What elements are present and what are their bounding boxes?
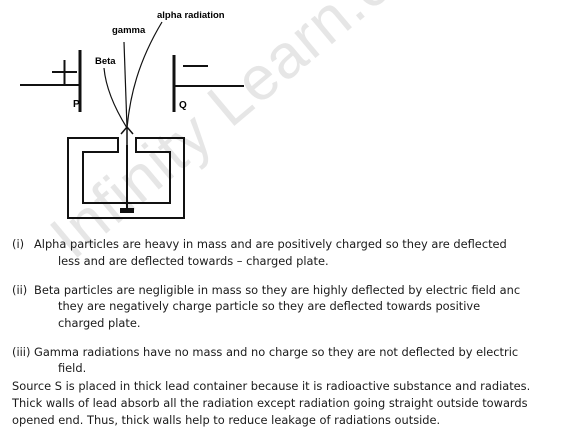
paragraph-line-2: Thick walls of lead absorb all the radia… [12,396,528,410]
beta-path [103,67,128,129]
item-1-line-1: Alpha particles are heavy in mass and ar… [34,237,507,251]
gamma-label: gamma [112,25,146,36]
item-1-number: (i) [12,237,25,251]
item-2-line-2: they are negatively charge particle so t… [58,299,481,313]
item-1-line-2: less and are deflected towards – charged… [58,254,329,268]
beta-label: Beta [95,56,116,67]
negative-plate-q [172,55,244,112]
alpha-label: alpha radiation [157,10,225,21]
plate-q-label: Q [179,100,187,111]
alpha-path [126,21,163,129]
radiation-deflection-diagram: alpha radiation gamma Beta P Q [20,10,244,219]
item-2-number: (ii) [12,283,28,297]
paragraph-line-3: opened end. Thus, thick walls help to re… [12,413,441,427]
paragraph-line-1: Source S is placed in thick lead contain… [12,379,531,393]
plate-p-label: P [73,99,80,110]
gamma-path [123,41,128,129]
item-3-line-2: field. [58,361,87,375]
item-3-number: (iii) [12,345,31,359]
item-2-line-3: charged plate. [58,316,141,330]
item-3-line-1: Gamma radiations have no mass and no cha… [34,345,519,359]
positive-plate-p [20,50,82,112]
lead-container [67,137,185,219]
item-2-line-1: Beta particles are negligible in mass so… [34,283,521,297]
source-base [120,208,134,213]
